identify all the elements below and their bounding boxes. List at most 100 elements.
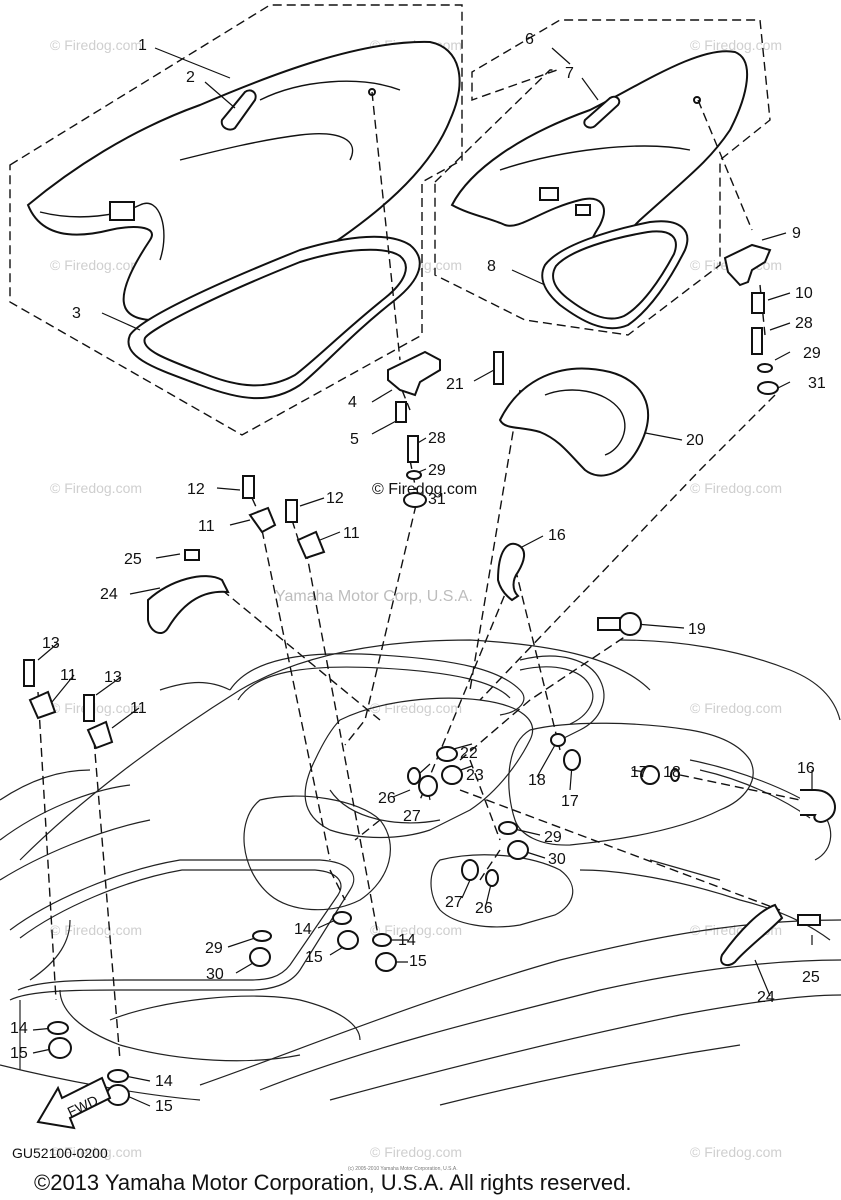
washer-29 [498, 821, 518, 835]
watermark: © Firedog.com [50, 1144, 142, 1160]
bolt-13 [23, 659, 35, 687]
callout-28: 28 [795, 315, 813, 332]
washer-22 [436, 746, 458, 762]
callout-26: 26 [475, 900, 493, 917]
callout-9: 9 [792, 225, 801, 242]
screw-25 [797, 914, 821, 926]
watermark: © Firedog.com [50, 922, 142, 938]
callout-8: 8 [487, 258, 496, 275]
callout-24: 24 [100, 586, 118, 603]
copyright-notice: ©2013 Yamaha Motor Corporation, U.S.A. A… [34, 1170, 631, 1195]
callout-17: 17 [630, 764, 648, 781]
nut-17 [640, 765, 660, 785]
washer-29 [406, 470, 422, 480]
callout-14: 14 [10, 1020, 28, 1037]
callout-14: 14 [294, 921, 312, 938]
callout-17: 17 [561, 793, 579, 810]
bracket-4 [387, 350, 441, 397]
fine-print: (c) 2005-2010 Yamaha Motor Corporation, … [348, 1166, 458, 1172]
callout-12: 12 [187, 481, 205, 498]
callout-11: 11 [60, 667, 77, 684]
callout-4: 4 [348, 394, 357, 411]
callout-29: 29 [544, 829, 562, 846]
callout-27: 27 [445, 894, 463, 911]
watermark: © Firedog.com [370, 700, 462, 716]
washer-29 [252, 930, 272, 942]
washer-26 [407, 767, 421, 785]
watermark: © Firedog.com [690, 480, 782, 496]
watermark: © Firedog.com [50, 257, 142, 273]
u-bolt-16 [496, 542, 525, 602]
callout-25: 25 [802, 969, 820, 986]
callout-28: 28 [428, 430, 446, 447]
callout-5: 5 [350, 431, 359, 448]
hardware-parts [23, 243, 836, 1106]
callout-6: 6 [525, 31, 534, 48]
callout-7: 7 [565, 65, 574, 82]
watermark: © Firedog.com [50, 37, 142, 53]
callout-31: 31 [428, 491, 446, 508]
spacer-31 [757, 381, 779, 395]
callout-16: 16 [548, 527, 566, 544]
callout-10: 10 [795, 285, 813, 302]
watermark-layer: © Firedog.com © Firedog.com © Firedog.co… [50, 37, 782, 1160]
grab-handle-20 [498, 367, 650, 477]
watermark: © Firedog.com [370, 922, 462, 938]
callout-25: 25 [124, 551, 142, 568]
callout-2: 2 [186, 69, 195, 86]
clamp-11 [28, 690, 57, 720]
front-seat-1 [26, 40, 461, 322]
center-watermark: Yamaha Motor Corp, U.S.A. [275, 588, 473, 605]
washer-14 [332, 911, 352, 925]
nut-27 [418, 775, 438, 797]
callout-15: 15 [409, 953, 427, 970]
screw-10 [751, 292, 765, 314]
callout-30: 30 [206, 966, 224, 983]
seat-gasket-3 [127, 235, 421, 400]
watermark-dark: © Firedog.com [372, 481, 477, 498]
callout-21: 21 [446, 376, 464, 393]
spacer-31 [403, 492, 427, 508]
screw-5 [395, 401, 407, 423]
callout-14: 14 [155, 1073, 173, 1090]
callout-13: 13 [104, 669, 122, 686]
callout-20: 20 [686, 432, 704, 449]
callout-11: 11 [130, 700, 147, 717]
callout-31: 31 [808, 375, 826, 392]
watermark: © Firedog.com [690, 700, 782, 716]
seat-gasket-8 [541, 220, 689, 330]
u-bolt-16 [800, 789, 836, 823]
fitting-19 [618, 612, 642, 636]
callout-11: 11 [198, 518, 215, 535]
bolt-12 [242, 475, 255, 499]
cover-plate-24 [720, 903, 784, 967]
clamp-11 [248, 506, 277, 534]
clamp-11 [86, 720, 114, 750]
callout-13: 13 [42, 635, 60, 652]
callout-15: 15 [305, 949, 323, 966]
callout-22: 22 [460, 745, 478, 762]
callout-19: 19 [688, 621, 706, 638]
bracket-9 [723, 243, 772, 287]
seat-assembly-1-group-box [9, 4, 463, 436]
stud-28 [407, 435, 419, 463]
clamp-11 [296, 530, 326, 560]
callout-14: 14 [398, 932, 416, 949]
washer-29 [757, 363, 773, 373]
callout-18: 18 [663, 764, 681, 781]
cover-plate-24 [147, 575, 230, 635]
callout-29: 29 [803, 345, 821, 362]
grommet-15 [106, 1084, 130, 1106]
callout-11: 11 [343, 525, 360, 542]
forward-direction-arrow: FWD [36, 1076, 112, 1130]
seat-assembly-6-group-box [434, 19, 771, 336]
nut-23 [441, 765, 463, 785]
washer-18 [550, 733, 566, 747]
callout-24: 24 [757, 989, 775, 1006]
watermark: © Firedog.com [690, 1144, 782, 1160]
callout-15: 15 [155, 1098, 173, 1115]
watermark: © Firedog.com [370, 1144, 462, 1160]
nut-17 [563, 749, 581, 771]
watermark: © Firedog.com [690, 37, 782, 53]
rear-seat-6 [450, 50, 749, 316]
